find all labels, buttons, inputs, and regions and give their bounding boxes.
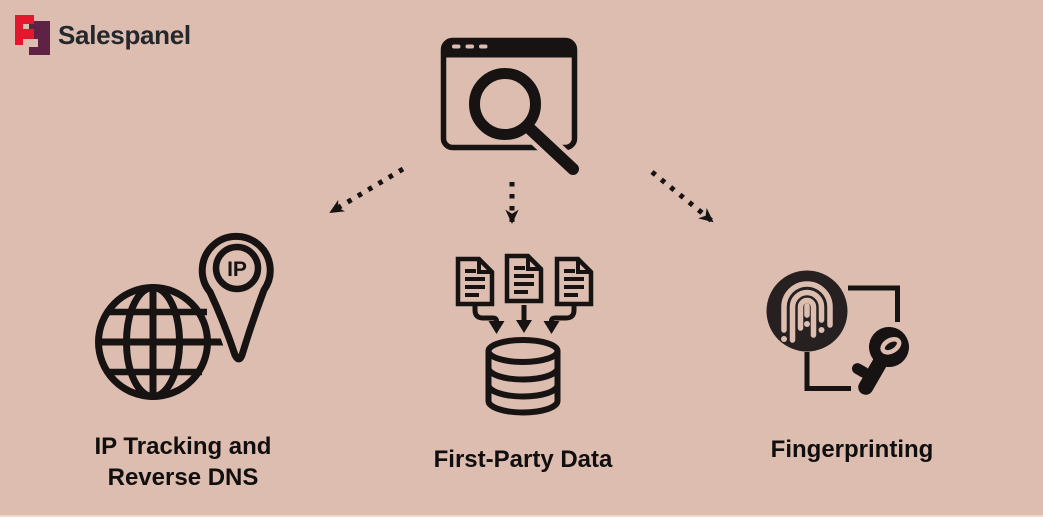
ip-pin-label: IP [227, 258, 247, 281]
logo-wordmark: Salespanel [58, 20, 191, 50]
ip-location-pin: IP [194, 228, 279, 367]
magnifier-glyph [469, 68, 579, 175]
branch-arrows [329, 166, 714, 225]
salespanel-logo: Salespanel [13, 12, 191, 58]
label-line: Fingerprinting [770, 436, 934, 463]
arrow-right-icon [650, 170, 714, 223]
arrow-left-icon [329, 166, 405, 215]
browser-window-dots [452, 44, 488, 49]
salespanel-logo-icon [15, 14, 50, 55]
label-first-party-data: First-Party Data [398, 444, 648, 475]
bottom-edge-highlight [0, 515, 1043, 517]
connector-lines [804, 285, 900, 391]
database-icon [485, 337, 561, 416]
documents-to-database-icon [455, 253, 594, 416]
label-line: Reverse DNS [107, 464, 259, 491]
label-ip-tracking: IP Tracking and Reverse DNS [38, 431, 328, 493]
fingerprint-key-icon [766, 270, 909, 395]
document-icon [504, 253, 544, 304]
key-glyph [851, 327, 909, 395]
document-icon [554, 256, 594, 307]
label-fingerprinting: Fingerprinting [727, 434, 977, 465]
fingerprint-ridges [781, 281, 833, 343]
document-icon [455, 256, 495, 307]
globe-ip-pin-icon: IP [95, 228, 279, 400]
label-line: First-Party Data [433, 446, 613, 473]
label-line: IP Tracking and [94, 433, 272, 460]
data-flow-arrows [472, 305, 577, 334]
browser-search-icon [440, 37, 585, 181]
